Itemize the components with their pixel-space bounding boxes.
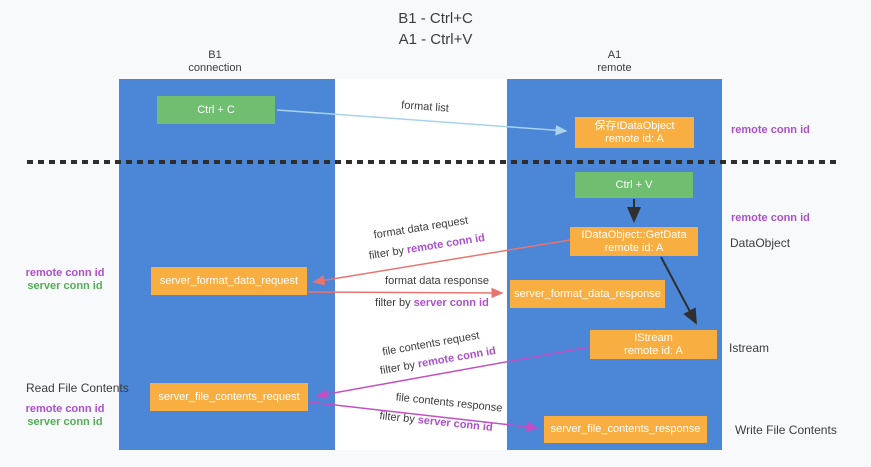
diagram-title: B1 - Ctrl+C A1 - Ctrl+V: [0, 8, 871, 50]
server-format-data-request-label: server_format_data_request: [159, 274, 299, 287]
istream-line2: remote id: A: [624, 344, 683, 357]
left-bottom-server-conn-id-label: server conn id: [27, 416, 103, 428]
right-top-remote-conn-id-label: remote conn id: [731, 124, 810, 136]
save-idataobject-line1: 保存IDataObject: [594, 119, 675, 132]
lane-b1-subtitle: connection: [188, 62, 242, 74]
save-idataobject-line2: remote id: A: [605, 132, 664, 145]
ctrl-v-label: Ctrl + V: [615, 178, 653, 191]
left-mid-remote-conn-id-label: remote conn id: [25, 267, 105, 279]
server-file-contents-response-label: server_file_contents_response: [550, 423, 701, 435]
left-mid-conn-id-group: remote conn id server conn id: [20, 267, 110, 293]
ctrl-v-box: Ctrl + V: [575, 172, 693, 198]
server-format-data-response-label: server_format_data_response: [514, 287, 661, 300]
lane-a1-title: A1: [607, 49, 622, 61]
lane-header-a1: A1 remote: [507, 49, 722, 75]
read-file-contents-label: Read File Contents: [26, 381, 129, 395]
left-bottom-remote-conn-id-label: remote conn id: [25, 403, 105, 415]
filter-by-text: filter by: [378, 410, 416, 426]
write-file-contents-label: Write File Contents: [735, 423, 837, 437]
server-file-contents-request-label: server_file_contents_request: [158, 390, 300, 403]
lane-a1-subtitle: remote: [597, 62, 632, 74]
filter-by-text: filter by: [375, 297, 411, 309]
ctrl-c-box: Ctrl + C: [157, 96, 275, 124]
lane-header-b1: B1 connection: [107, 49, 323, 75]
server-file-contents-request-box: server_file_contents_request: [150, 383, 308, 411]
save-idataobject-box: 保存IDataObject remote id: A: [575, 117, 694, 148]
istream-line1: IStream: [634, 331, 673, 344]
idataobject-getdata-box: IDataObject::GetData remote id: A: [570, 227, 698, 256]
server-format-data-response-box: server_format_data_response: [510, 280, 665, 308]
ctrl-c-label: Ctrl + C: [197, 103, 235, 116]
right-mid-remote-conn-id-label: remote conn id: [731, 212, 810, 224]
server-conn-id-value: server conn id: [413, 297, 489, 309]
title-line-2: A1 - Ctrl+V: [398, 31, 473, 48]
format-data-response-label: format data response: [385, 275, 489, 287]
istream-box: IStream remote id: A: [590, 330, 717, 359]
left-mid-server-conn-id-label: server conn id: [27, 280, 103, 292]
getdata-line2: remote id: A: [604, 241, 664, 254]
getdata-line1: IDataObject::GetData: [581, 228, 687, 241]
lane-b1-title: B1: [208, 49, 222, 61]
istream-side-label: Istream: [729, 341, 770, 355]
dataobject-label: DataObject: [730, 236, 791, 250]
server-file-contents-response-box: server_file_contents_response: [544, 416, 707, 443]
server-format-data-request-box: server_format_data_request: [151, 267, 307, 295]
title-line-1: B1 - Ctrl+C: [398, 10, 473, 27]
left-bottom-conn-id-group: remote conn id server conn id: [20, 403, 110, 429]
copy-paste-divider-dashed-line: [27, 160, 836, 164]
